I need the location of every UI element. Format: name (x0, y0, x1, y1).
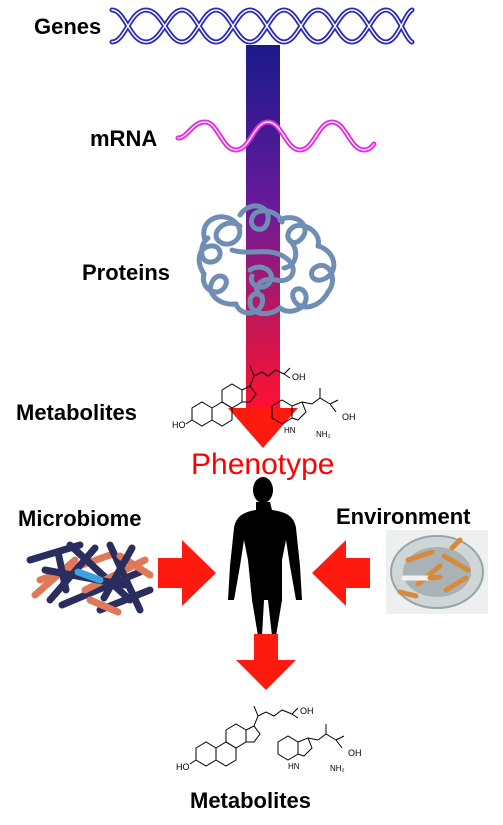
ho-label-bottom: HO (176, 762, 190, 772)
bile-acid-molecule-icon (189, 705, 299, 767)
human-silhouette-icon (228, 477, 302, 636)
arrow-from-microbiome (158, 540, 216, 606)
label-mrna: mRNA (90, 126, 158, 151)
ashtray-cigarettes-icon (386, 530, 488, 614)
ho-label: HO (172, 420, 186, 430)
mrna-strand-icon (175, 119, 377, 153)
label-proteins: Proteins (82, 260, 171, 285)
indole-nh-label: HN (284, 426, 296, 435)
tryptophan-oh-label-bottom: OH (348, 748, 362, 758)
dna-helix-icon (109, 7, 415, 45)
protein-structure-icon (196, 203, 337, 317)
acid-oh-label: OH (292, 372, 306, 382)
indole-nh-label-bottom: HN (288, 762, 300, 771)
amine-label-bottom: NH₂ (330, 764, 345, 773)
arrow-from-environment (312, 540, 370, 606)
label-genes: Genes (34, 14, 102, 39)
acid-oh-label-bottom: OH (300, 706, 314, 716)
label-environment: Environment (336, 504, 471, 529)
arrow-down-to-metabolites (236, 634, 296, 690)
label-microbiome: Microbiome (18, 506, 142, 531)
amine-label: NH₂ (316, 430, 331, 439)
tryptophan-molecule-icon (277, 724, 345, 761)
tryptophan-oh-label: OH (342, 412, 356, 422)
bacteria-cluster-icon (26, 541, 154, 616)
bile-acid-molecule-icon (185, 365, 291, 427)
tryptophan-molecule-icon (271, 388, 339, 425)
label-metabolites-top: Metabolites (16, 400, 138, 425)
label-metabolites-bottom: Metabolites (190, 788, 312, 813)
label-phenotype: Phenotype (191, 448, 335, 481)
